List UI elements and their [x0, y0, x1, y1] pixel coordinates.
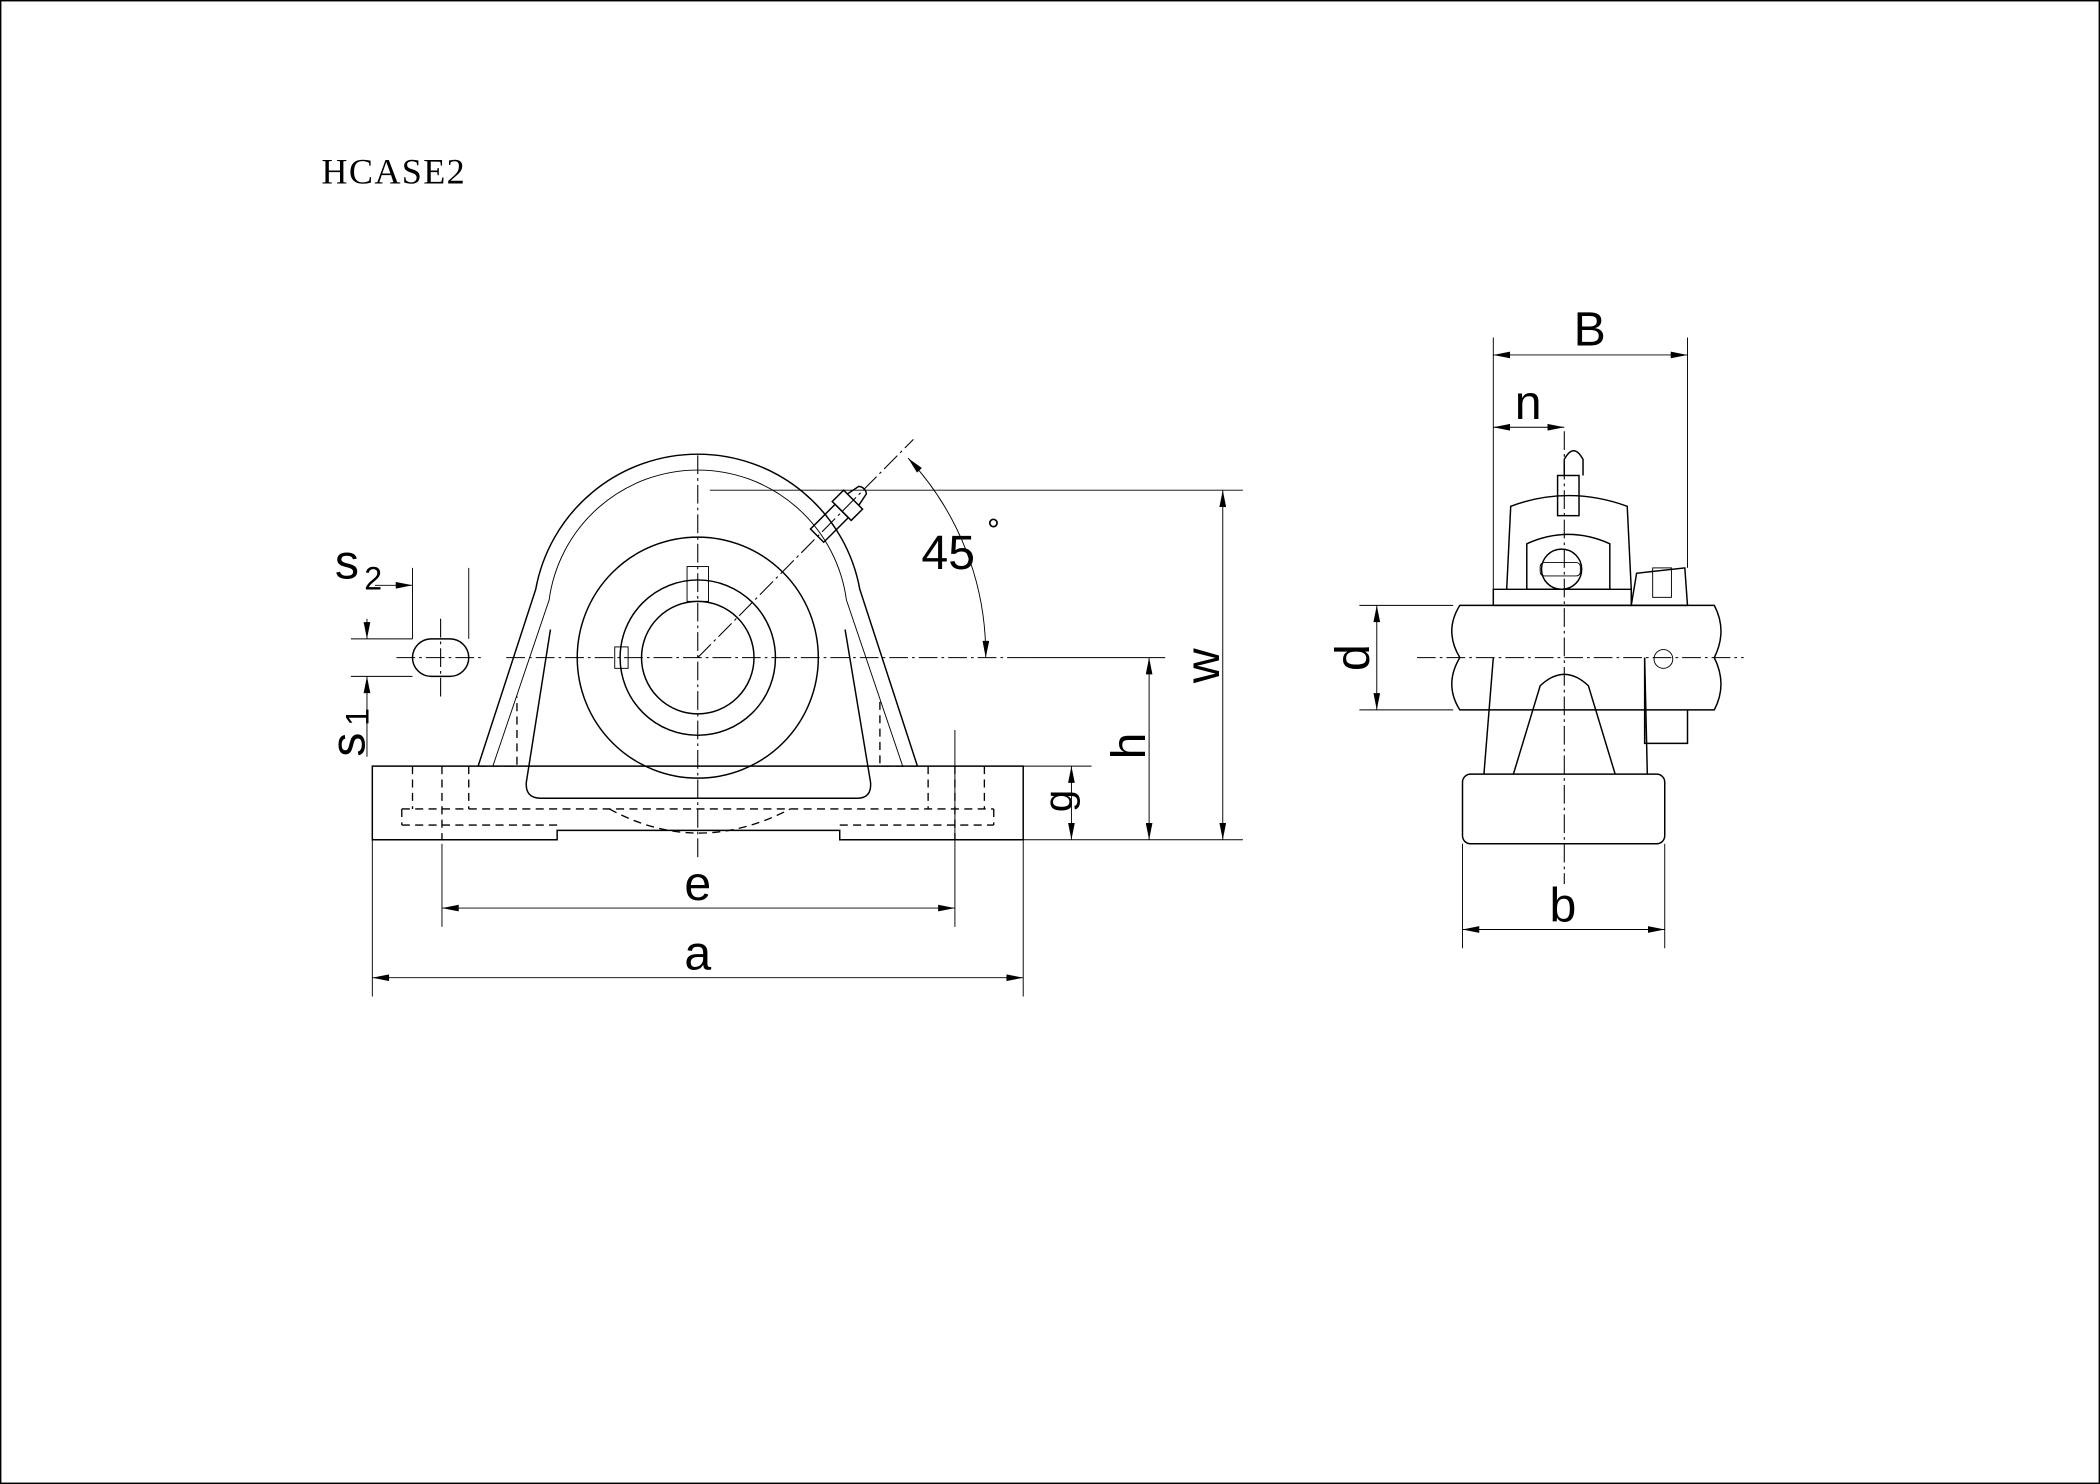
insert-ring-circle	[619, 579, 777, 737]
front-view: 45 ° w h g e a s 2	[321, 438, 1243, 997]
side-grease-nipple	[1556, 474, 1580, 517]
housing-hidden-lines	[478, 696, 918, 767]
e-label: e	[684, 857, 711, 911]
collar-set-screw	[1652, 567, 1672, 598]
g-label: g	[1035, 790, 1080, 812]
s2-label: s	[335, 536, 359, 590]
housing-cap-section	[1505, 494, 1632, 590]
shaft	[1451, 604, 1722, 711]
base-arc-hidden-line	[609, 808, 791, 834]
side-base	[1461, 773, 1666, 845]
housing-inner-outline	[492, 469, 904, 767]
a-label: a	[684, 927, 711, 981]
insert-outer-circle	[576, 536, 820, 779]
pedestal-arch	[1512, 673, 1616, 775]
housing-outline	[477, 453, 919, 767]
inner-ring-section	[1492, 588, 1632, 607]
bearing-insert	[1526, 533, 1611, 591]
angle-unit: °	[987, 512, 1000, 548]
base-plate	[371, 765, 1024, 841]
45-degree-axis	[697, 438, 914, 659]
n-label: n	[1515, 376, 1542, 430]
angle-dimension-arc	[907, 457, 990, 658]
base-hidden-lines	[401, 808, 995, 826]
s1-subscript: 1	[339, 708, 375, 726]
B-label: B	[1574, 303, 1606, 357]
d-label: d	[1326, 644, 1380, 671]
w-label: w	[1176, 648, 1230, 684]
bearing-ball	[1540, 548, 1583, 591]
bolt-hole-hidden-lines	[411, 766, 986, 840]
s1-label: s	[321, 733, 375, 757]
pedestal-body	[525, 629, 872, 799]
angle-label: 45	[921, 526, 975, 580]
b-label: b	[1550, 878, 1577, 932]
set-screw-top	[686, 566, 709, 602]
side-view: B n d b	[1326, 303, 1744, 949]
set-screw-side	[614, 646, 629, 669]
s2-subscript: 2	[364, 560, 382, 596]
h-label: h	[1102, 733, 1156, 760]
locking-collar-section	[1630, 567, 1689, 607]
drawing-title: HCASE2	[321, 152, 466, 192]
